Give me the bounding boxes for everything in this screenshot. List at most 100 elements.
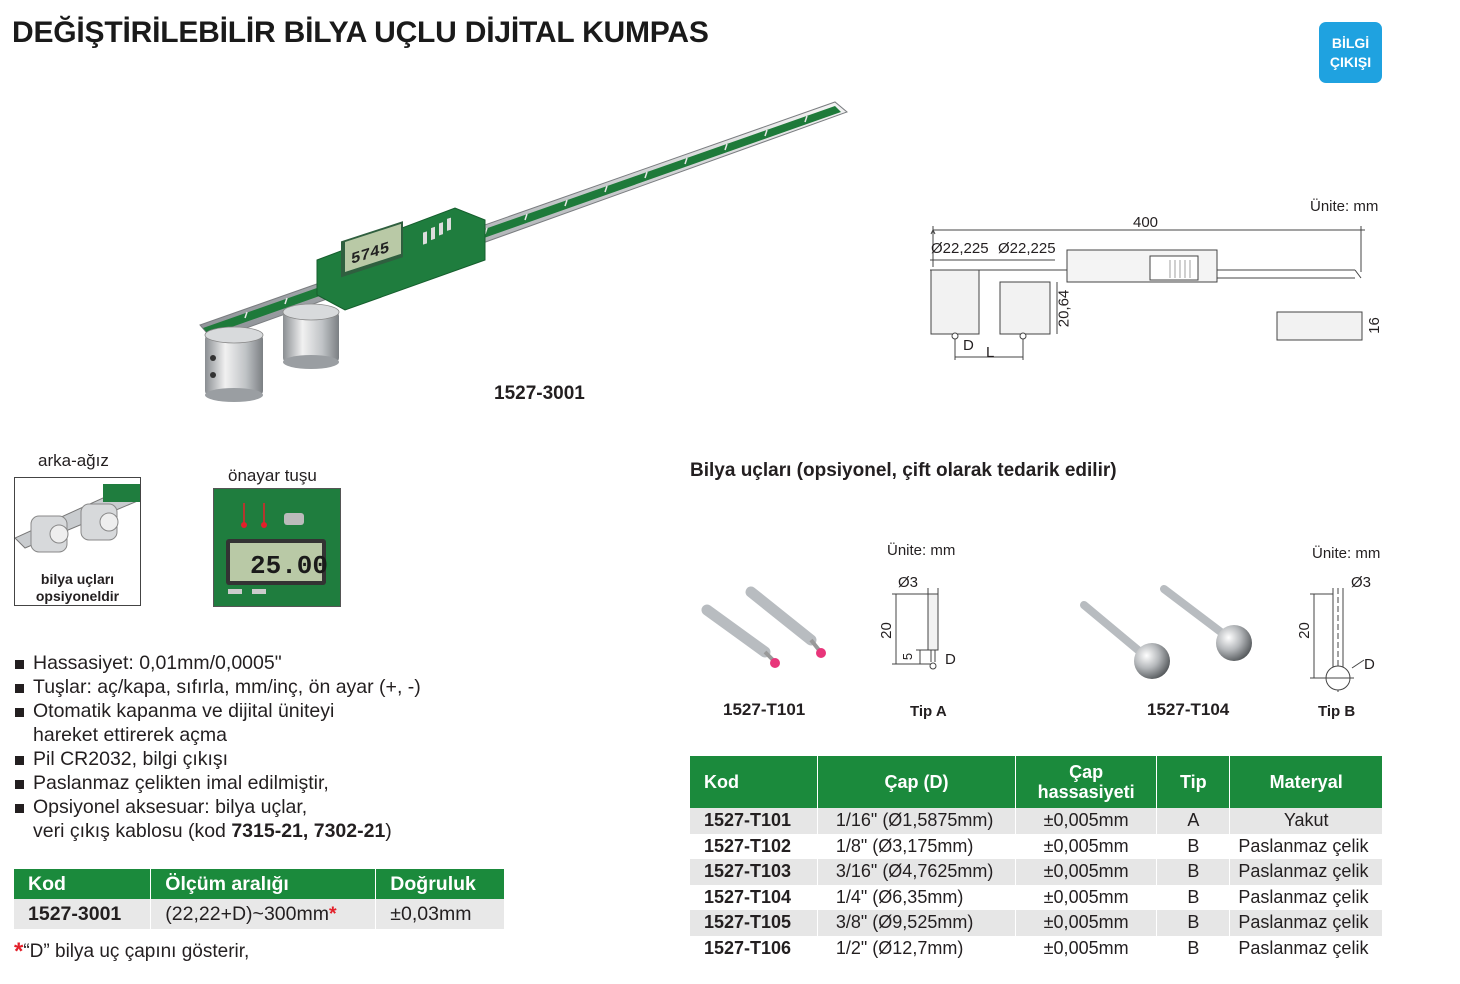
- spec-cell-accuracy: ±0,03mm: [375, 899, 504, 929]
- back-jaw-caption-1: bilya uçları: [40, 571, 115, 587]
- tips-cell-type: B: [1156, 884, 1231, 910]
- tip-b-label: Tip B: [1318, 703, 1356, 720]
- tips-cell-precision: ±0,005mm: [1015, 935, 1158, 961]
- tip-a-code: 1527-T101: [723, 700, 806, 719]
- dim-diameter-2: Ø22,225: [998, 240, 1056, 257]
- tips-cell-diameter: 3/16" (Ø4,7625mm): [817, 859, 1017, 885]
- tips-cell-precision: ±0,005mm: [1015, 833, 1158, 859]
- tip-a-d: D: [945, 651, 956, 668]
- tip-b-code: 1527-T104: [1147, 700, 1230, 719]
- tips-cell-kod: 1527-T106: [690, 935, 818, 961]
- tips-cell-kod: 1527-T105: [690, 910, 818, 936]
- tips-cell-diameter: 3/8" (Ø9,525mm): [817, 910, 1017, 936]
- spec-range-star: *: [328, 902, 337, 925]
- tips-header-type: Tip: [1156, 756, 1231, 808]
- tip-a-unit: Ünite: mm: [887, 542, 956, 559]
- tip-b-diameter: Ø3: [1351, 574, 1372, 591]
- feature-item: Otomatik kapanma ve dijital üniteyi: [14, 699, 421, 723]
- tip-a-length: 20: [877, 622, 895, 639]
- feature-item: Paslanmaz çelikten imal edilmiştir,: [14, 771, 421, 795]
- feature-cable-prefix: veri çıkış kablosu (kod: [33, 820, 232, 842]
- tips-cell-kod: 1527-T102: [690, 833, 818, 859]
- product-code-label: 1527-3001: [494, 383, 585, 404]
- tips-cell-precision: ±0,005mm: [1015, 884, 1158, 910]
- tips-cell-material: Paslanmaz çelik: [1229, 833, 1382, 859]
- feature-list: Hassasiyet: 0,01mm/0,0005" Tuşlar: aç/ka…: [14, 651, 421, 843]
- tip-b-drawing: [1310, 588, 1365, 692]
- preset-display-reading: 25.00: [250, 551, 329, 581]
- spec-cell-kod: 1527-3001: [14, 899, 151, 929]
- spec-row: 1527-3001 (22,22+D)~300mm* ±0,03mm: [14, 899, 504, 929]
- dim-height: 20,64: [1055, 289, 1073, 328]
- page-title: DEĞİŞTİRİLEBİLİR BİLYA UÇLU DİJİTAL KUMP…: [12, 16, 709, 49]
- tips-header-precision: Çap hassasiyeti: [1015, 756, 1158, 808]
- tips-cell-material: Paslanmaz çelik: [1229, 910, 1382, 936]
- tips-cell-material: Paslanmaz çelik: [1229, 935, 1382, 961]
- data-output-badge: BİLGİ ÇIKIŞI: [1319, 22, 1382, 83]
- tips-cell-type: B: [1156, 910, 1231, 936]
- preset-photo: 25.00: [213, 488, 341, 607]
- caliper-illustration: 5745: [199, 101, 848, 402]
- footnote-star: *: [14, 938, 24, 965]
- tips-cell-diameter: 1/8" (Ø3,175mm): [817, 833, 1017, 859]
- feature-item-continued: veri çıkış kablosu (kod 7315-21, 7302-21…: [14, 819, 421, 843]
- back-jaw-photo: bilya uçları opsiyoneldir: [14, 477, 141, 606]
- tips-cell-kod: 1527-T101: [690, 808, 818, 834]
- badge-line-1: BİLGİ: [1331, 34, 1370, 51]
- preset-title: önayar tuşu: [228, 466, 317, 485]
- tips-cell-diameter: 1/4" (Ø6,35mm): [817, 884, 1017, 910]
- feature-cable-suffix: ): [385, 820, 392, 842]
- tip-a-label: Tip A: [910, 703, 947, 720]
- tips-header-kod: Kod: [690, 756, 818, 808]
- tips-cell-type: B: [1156, 935, 1231, 961]
- back-jaw-title: arka-ağız: [38, 451, 109, 470]
- tips-table: Kod Çap (D) Çap hassasiyeti Tip Materyal…: [690, 756, 1382, 961]
- footnote-text: “D” bilya uç çapını gösterir,: [23, 941, 250, 962]
- feature-item: Tuşlar: aç/kapa, sıfırla, mm/inç, ön aya…: [14, 675, 421, 699]
- tips-cell-material: Paslanmaz çelik: [1229, 884, 1382, 910]
- tips-cell-type: B: [1156, 859, 1231, 885]
- feature-item-continued: hareket ettirerek açma: [33, 724, 228, 746]
- tip-a-drawing: [892, 588, 939, 670]
- spec-range-text: (22,22+D)~300mm: [165, 902, 329, 925]
- tips-header-material: Materyal: [1229, 756, 1382, 808]
- dim-length: 400: [1133, 214, 1159, 231]
- badge-line-2: ÇIKIŞI: [1329, 53, 1372, 70]
- tips-cell-material: Yakut: [1229, 808, 1382, 834]
- feature-item: Hassasiyet: 0,01mm/0,0005": [14, 651, 421, 675]
- spec-cell-range: (22,22+D)~300mm*: [150, 899, 376, 929]
- tips-cell-kod: 1527-T104: [690, 884, 818, 910]
- tips-cell-diameter: 1/2" (Ø12,7mm): [817, 935, 1017, 961]
- tip-b-photo: [1080, 585, 1252, 679]
- preset-image: [226, 503, 326, 594]
- tip-b-d: D: [1364, 656, 1375, 673]
- tips-cell-precision: ±0,005mm: [1015, 808, 1158, 834]
- tips-heading: Bilya uçları (opsiyonel, çift olarak ted…: [690, 460, 1117, 481]
- footnote: *“D” bilya uç çapını gösterir,: [14, 938, 249, 966]
- spec-header-accuracy: Doğruluk: [375, 869, 504, 899]
- dim-thickness: 16: [1365, 317, 1383, 334]
- dim-diameter-1: Ø22,225: [931, 240, 989, 257]
- tip-b-length: 20: [1295, 622, 1313, 639]
- spec-table: Kod Ölçüm aralığı Doğruluk 1527-3001 (22…: [14, 869, 504, 929]
- drawing-unit: Ünite: mm: [1310, 198, 1379, 215]
- tips-cell-type: A: [1156, 808, 1231, 834]
- feature-cable-codes: 7315-21, 7302-21: [231, 820, 386, 842]
- tips-cell-material: Paslanmaz çelik: [1229, 859, 1382, 885]
- tips-cell-precision: ±0,005mm: [1015, 859, 1158, 885]
- tip-b-unit: Ünite: mm: [1312, 545, 1381, 562]
- feature-item: Pil CR2032, bilgi çıkışı: [14, 747, 421, 771]
- tips-cell-precision: ±0,005mm: [1015, 910, 1158, 936]
- spec-header-kod: Kod: [14, 869, 151, 899]
- tips-cell-type: B: [1156, 833, 1231, 859]
- back-jaw-image: [14, 484, 141, 553]
- back-jaw-caption-2: opsiyoneldir: [35, 588, 120, 604]
- tips-cell-diameter: 1/16" (Ø1,5875mm): [817, 808, 1017, 834]
- dim-l: L: [986, 344, 995, 361]
